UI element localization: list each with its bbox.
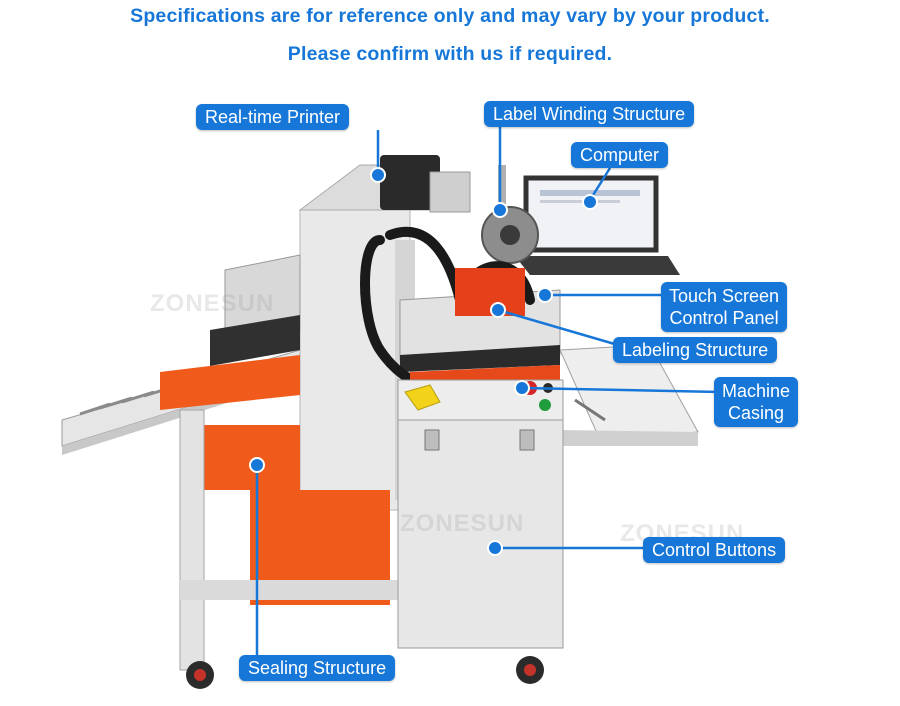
label-real-time-printer: Real-time Printer <box>196 104 350 130</box>
label-sealing-structure: Sealing Structure <box>239 655 396 681</box>
lower-frame <box>179 409 400 689</box>
label-casing-line1: Machine <box>722 381 791 401</box>
label-machine-casing: Machine Casing <box>714 377 799 427</box>
label-control-buttons: Control Buttons <box>643 537 786 563</box>
notice-line-1: Specifications are for reference only an… <box>130 5 770 27</box>
label-computer: Computer <box>571 142 669 168</box>
label-labeling-structure: Labeling Structure <box>613 337 778 363</box>
watermark: ZONESUN <box>150 290 275 317</box>
label-touch-line1: Touch Screen <box>669 286 780 306</box>
label-casing-line2: Casing <box>728 403 785 423</box>
notice-line-2: Please confirm with us if required. <box>287 43 613 65</box>
watermark: ZONESUN <box>400 510 525 537</box>
laptop <box>515 175 680 275</box>
label-touch-line2: Control Panel <box>669 308 779 328</box>
label-touch-screen-control-panel: Touch Screen Control Panel <box>661 282 788 332</box>
label-spool <box>481 165 539 264</box>
anchor-dots <box>249 167 598 556</box>
cabinet <box>397 379 564 684</box>
pointer-lines <box>255 127 721 655</box>
label-label-winding-structure: Label Winding Structure <box>484 101 695 127</box>
